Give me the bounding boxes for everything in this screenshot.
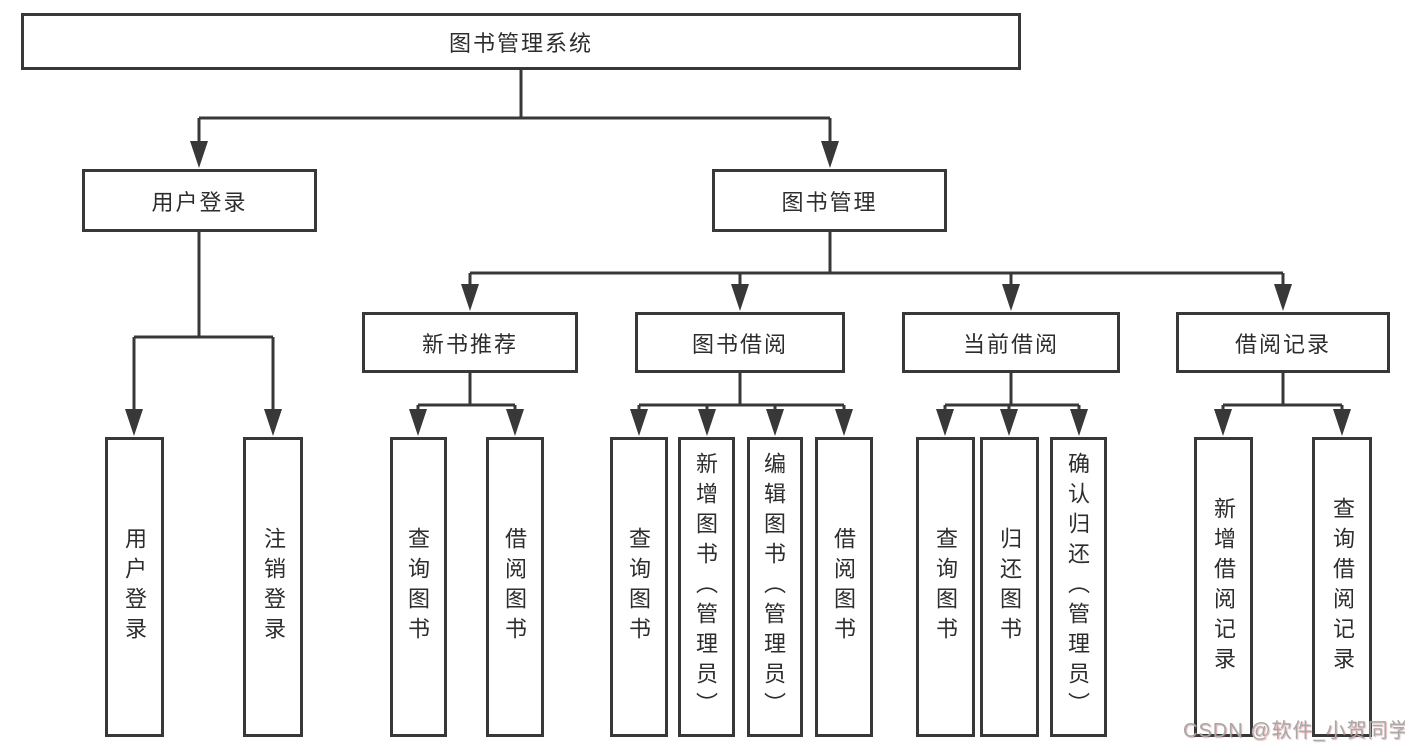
leaf-borrow-books: 借阅图书: [815, 437, 873, 737]
leaf-query-books-borrow: 查询图书: [610, 437, 668, 737]
node-user-login: 用户登录: [82, 169, 317, 232]
leaf-query-borrow-record: 查询借阅记录: [1312, 437, 1372, 737]
leaf-add-borrow-record: 新增借阅记录: [1194, 437, 1253, 737]
leaf-return-books: 归还图书: [980, 437, 1039, 737]
leaf-add-books-admin: 新增图书（管理员）: [678, 437, 735, 737]
leaf-edit-books-admin: 编辑图书（管理员）: [747, 437, 803, 737]
csdn-watermark: CSDN @软件_小贺同学: [1183, 720, 1405, 742]
leaf-query-books-current: 查询图书: [916, 437, 975, 737]
arrowheads: [125, 141, 1351, 436]
node-borrow-records: 借阅记录: [1176, 312, 1390, 373]
leaf-query-books-recommend: 查询图书: [390, 437, 447, 737]
node-book-borrow: 图书借阅: [635, 312, 845, 373]
leaf-user-login: 用户登录: [105, 437, 164, 737]
node-book-management: 图书管理: [712, 169, 947, 232]
node-current-borrow: 当前借阅: [902, 312, 1120, 373]
leaf-borrow-books-recommend: 借阅图书: [486, 437, 544, 737]
node-new-book-recommend: 新书推荐: [362, 312, 578, 373]
node-root-system: 图书管理系统: [21, 13, 1021, 70]
leaf-logout: 注销登录: [243, 437, 303, 737]
leaf-confirm-return-admin: 确认归还（管理员）: [1050, 437, 1107, 737]
